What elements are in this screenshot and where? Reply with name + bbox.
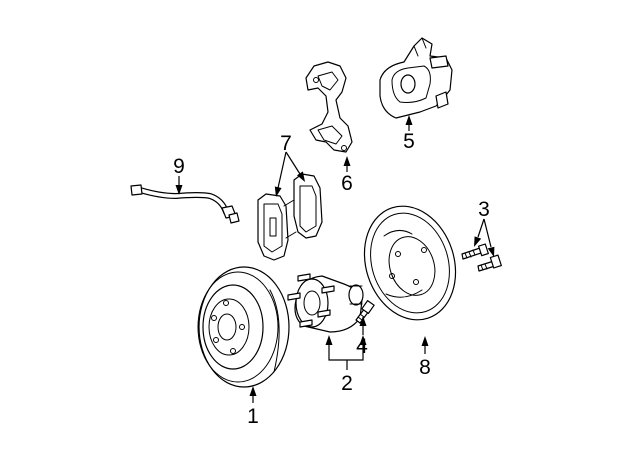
leader-7 (274, 151, 305, 197)
bolts (461, 243, 502, 272)
callout-8: 8 (419, 356, 431, 379)
hub-bearing (287, 273, 364, 333)
leader-2 (325, 335, 367, 370)
callout-4: 4 (356, 335, 368, 358)
leader-8 (421, 336, 429, 354)
callout-5: 5 (403, 130, 415, 153)
callout-1: 1 (247, 405, 259, 428)
leader-3 (474, 218, 495, 257)
backing-plate (363, 205, 457, 321)
leader-6 (343, 156, 351, 172)
callout-6: 6 (341, 172, 353, 195)
leader-9 (175, 176, 183, 195)
hub-bolt (355, 300, 375, 324)
callout-7: 7 (280, 132, 292, 155)
callout-3: 3 (478, 198, 490, 221)
leader-5 (405, 115, 413, 131)
brake-caliper (379, 37, 453, 119)
callout-9: 9 (173, 155, 185, 178)
caliper-bracket (305, 61, 353, 153)
brake-rotor (197, 266, 290, 388)
brake-pads (257, 173, 323, 261)
callout-2: 2 (341, 372, 353, 395)
brake-hose (130, 184, 240, 224)
leader-4 (359, 316, 367, 335)
leader-1 (249, 386, 257, 403)
